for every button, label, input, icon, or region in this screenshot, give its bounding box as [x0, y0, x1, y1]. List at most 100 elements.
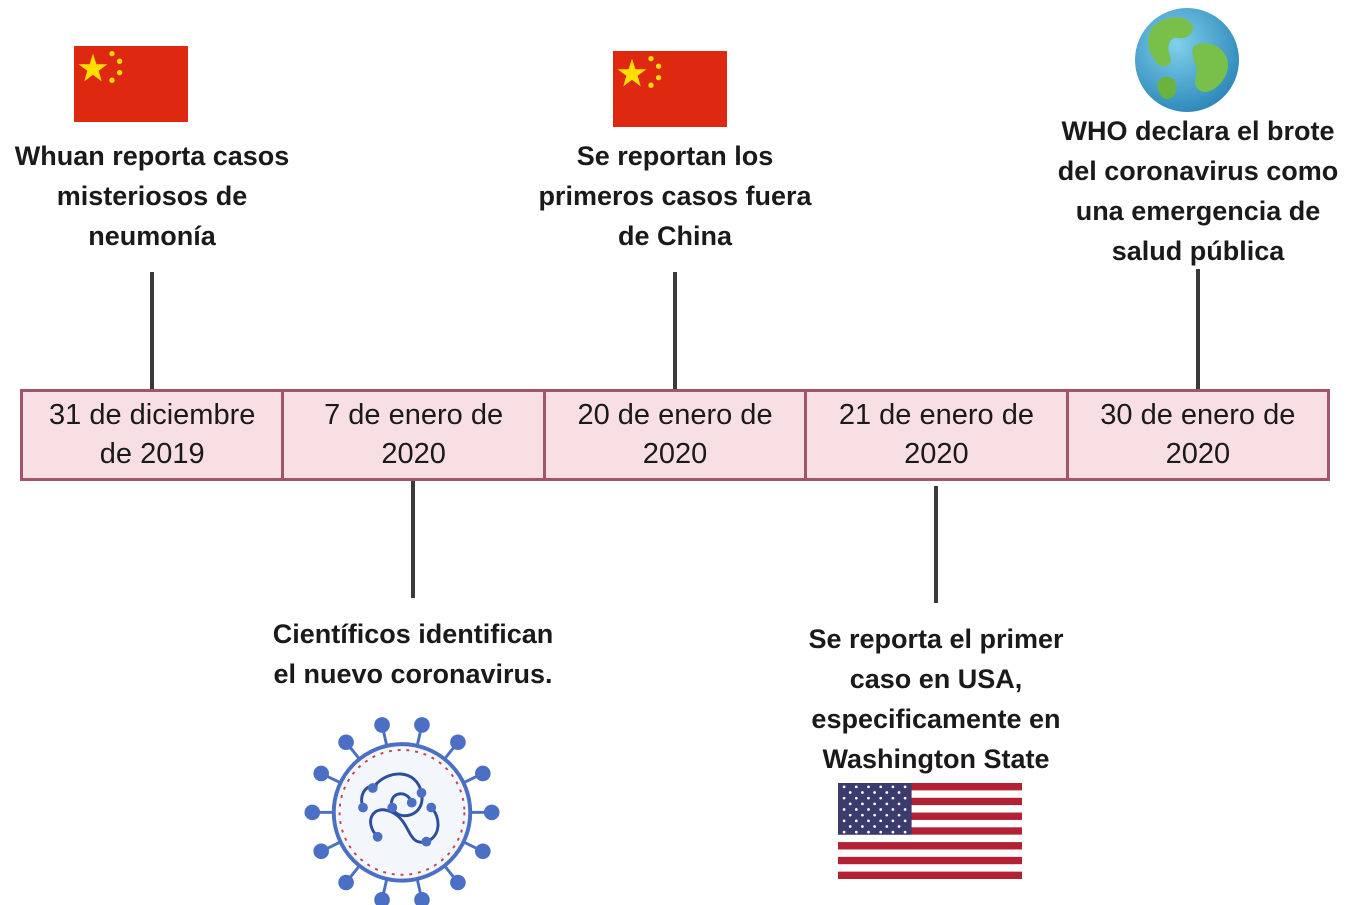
virus-spike-head [304, 804, 321, 821]
flag-star [861, 813, 864, 817]
usa-flag-icon [838, 783, 1022, 879]
virus-spike-stem [325, 840, 342, 851]
event-scientists-text: Científicos identifican el nuevo coronav… [272, 619, 554, 689]
flag-star [891, 785, 895, 789]
virus-spike-stem [381, 730, 389, 747]
event-who-text: WHO declara el brote del coronavirus com… [1057, 116, 1339, 266]
virus-spike-head [313, 843, 329, 860]
flag-star [867, 808, 870, 811]
flag-star [879, 785, 883, 789]
flag-star [842, 830, 846, 834]
date-cell: 20 de enero de 2020 [546, 392, 808, 478]
flag-star [903, 830, 907, 834]
flag-star [897, 802, 901, 806]
flag-star [879, 819, 883, 823]
flag-star [897, 825, 901, 828]
flag-star [879, 808, 883, 811]
virus-spike-head [374, 892, 390, 905]
virus-spike-head [374, 717, 390, 733]
flag-stripe [838, 842, 1022, 850]
virus-spike-head [313, 765, 329, 782]
date-label: 31 de diciembre de 2019 [49, 399, 256, 470]
flag-star [879, 830, 883, 834]
flag-star [885, 802, 889, 806]
virus-spike-head [475, 843, 491, 860]
connector-wuhan [150, 272, 154, 389]
connector-outside-china [673, 272, 677, 389]
date-cell: 30 de enero de 2020 [1069, 392, 1327, 478]
flag-star [897, 791, 901, 794]
flag-stripe [838, 812, 1022, 821]
flag-star [891, 830, 895, 834]
flag-star [867, 830, 870, 834]
flag-star [891, 808, 895, 811]
virus-spike-head [338, 734, 354, 751]
flag-star [848, 813, 852, 817]
flag-star [873, 791, 876, 794]
virus-spike-stem [443, 864, 456, 879]
date-cell: 31 de diciembre de 2019 [23, 392, 285, 478]
timeline-bar: 31 de diciembre de 2019 7 de enero de 20… [20, 389, 1330, 481]
flag-star [903, 796, 907, 800]
china-flag-icon [613, 51, 727, 127]
virus-spike-stem [462, 774, 479, 785]
virus-spike-stem [443, 745, 456, 760]
flag-star [885, 825, 889, 828]
flag-star [867, 785, 870, 789]
flag-star [854, 830, 858, 834]
date-label: 20 de enero de 2020 [577, 399, 773, 470]
coronavirus-icon [304, 717, 500, 905]
connector-who [1196, 269, 1200, 389]
flag-stripe [838, 805, 1022, 813]
flag-stripe [838, 790, 1022, 798]
virus-spike-stem [415, 878, 423, 895]
flag-star [842, 796, 846, 800]
flag-star [885, 791, 889, 794]
virus-spike-head [483, 804, 500, 821]
flag-star [867, 796, 870, 800]
flag-star [854, 785, 858, 789]
virus-spike-head [475, 765, 491, 782]
flag-stripe [838, 856, 1022, 865]
flag-stripe [838, 819, 1022, 828]
virus-spike-stem [348, 745, 361, 760]
flag-star [854, 808, 858, 811]
date-label: 30 de enero de 2020 [1100, 399, 1296, 470]
virus-spike-stem [348, 864, 361, 879]
virus-spike-head [450, 874, 466, 891]
flag-star [897, 813, 901, 817]
flag-stripe [838, 783, 1022, 791]
flag-star [842, 819, 846, 823]
flag-star [885, 813, 889, 817]
flag-star [873, 813, 876, 817]
flag-star [891, 819, 895, 823]
flag-stripe [838, 827, 1022, 835]
flag-star [854, 819, 858, 823]
flag-star [861, 825, 864, 828]
date-cell: 7 de enero de 2020 [284, 392, 546, 478]
connector-usa [934, 486, 938, 603]
globe-icon [1135, 8, 1239, 112]
date-cell: 21 de enero de 2020 [807, 392, 1069, 478]
flag-star [879, 796, 883, 800]
flag-star [873, 802, 876, 806]
virus-spike-stem [415, 730, 423, 747]
china-flag-icon [74, 46, 188, 122]
date-label: 21 de enero de 2020 [838, 399, 1034, 470]
event-usa-text: Se reporta el primer caso en USA, especi… [808, 624, 1064, 774]
flag-star [861, 802, 864, 806]
flag-star [848, 791, 852, 794]
virus-spike-stem [462, 840, 479, 851]
virus-spike-stem [381, 878, 389, 895]
flag-star [903, 819, 907, 823]
date-label: 7 de enero de 2020 [324, 399, 504, 470]
virus-spike-head [414, 892, 430, 905]
flag-star [854, 796, 858, 800]
virus-spike-head [450, 734, 466, 751]
event-wuhan-text: Whuan reporta casos misteriosos de neumo… [14, 141, 290, 251]
flag-star [903, 808, 907, 811]
flag-stripe [838, 849, 1022, 858]
virus-spike-head [338, 874, 354, 891]
flag-stripe [838, 797, 1022, 806]
event-outside-china-text: Se reportan los primeros casos fuera de … [538, 141, 812, 251]
